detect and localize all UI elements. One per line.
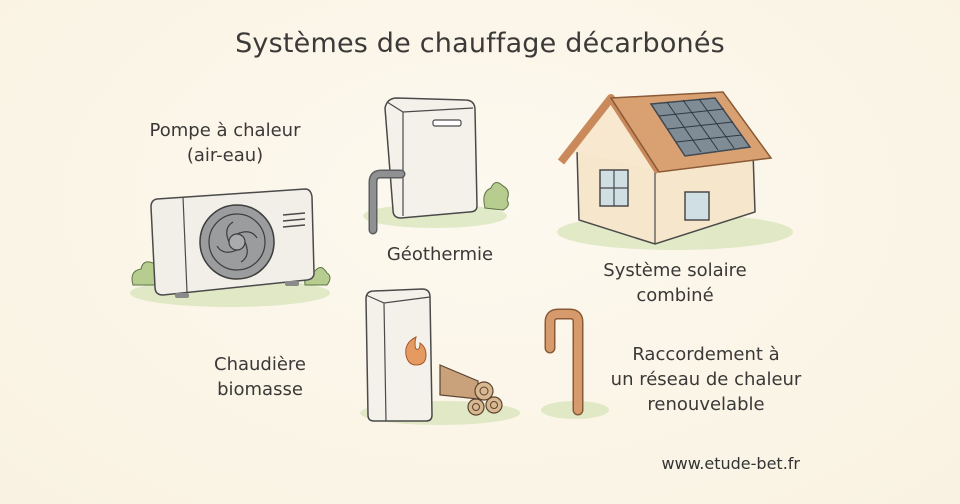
heating-network-pipe-icon: [541, 308, 609, 419]
biomass-boiler-icon: [360, 288, 520, 425]
geothermal-unit-icon: [363, 97, 509, 235]
firewood-logs-icon: [439, 364, 503, 416]
label-geothermal: Géothermie: [386, 244, 494, 265]
label-district-heating: Raccordement à un réseau de chaleur reno…: [610, 344, 802, 415]
page-title: Systèmes de chauffage décarbonés: [235, 28, 725, 59]
house-solar-panels-icon: [557, 91, 793, 250]
website-url: www.etude-bet.fr: [661, 454, 800, 473]
label-solar: Système solaire combiné: [603, 260, 747, 306]
heat-pump-outdoor-unit-icon: [130, 188, 331, 307]
label-biomass: Chaudière biomasse: [214, 354, 306, 400]
label-heat-pump: Pompe à chaleur (air-eau): [149, 120, 301, 166]
